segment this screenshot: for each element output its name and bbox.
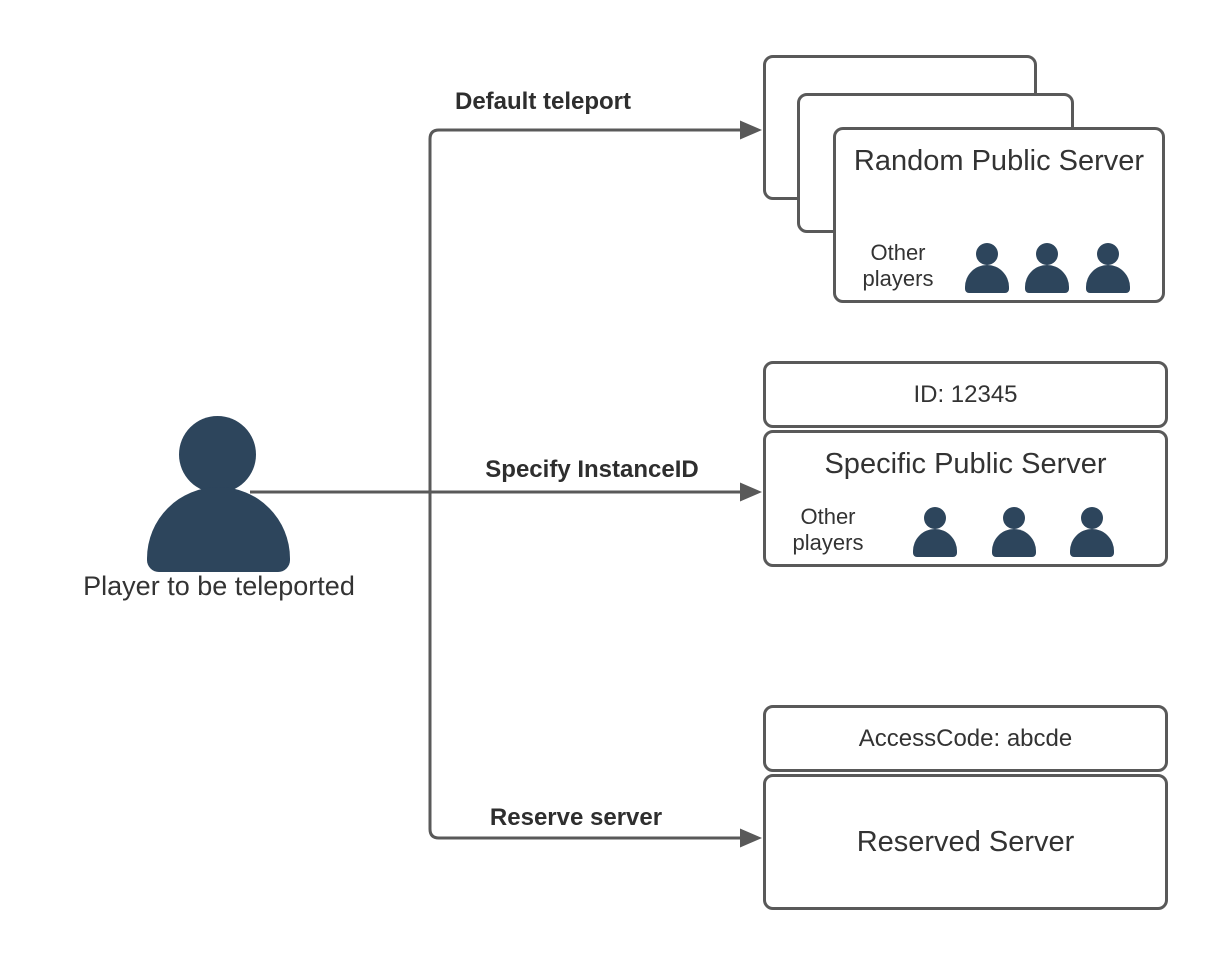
- player-mini-icon: [991, 507, 1036, 557]
- player-head-icon: [179, 416, 256, 493]
- access-code-badge-text: AccessCode: abcde: [858, 724, 1073, 752]
- reserved-server-card: Reserved Server: [763, 774, 1168, 910]
- edge-default-teleport-path: [428, 128, 741, 492]
- mini-person-body-icon: [1070, 529, 1115, 557]
- mini-person-head-icon: [923, 507, 946, 529]
- specific-public-server-card: Specific Public Server Other players: [763, 430, 1168, 567]
- mini-person-head-icon: [975, 243, 998, 265]
- player-mini-icon: [1070, 507, 1115, 557]
- other-players-label: Other players: [792, 504, 864, 556]
- mini-person-body-icon: [991, 529, 1036, 557]
- player-body-icon: [147, 487, 290, 572]
- mini-person-body-icon: [964, 265, 1009, 293]
- player-mini-icon: [964, 243, 1009, 293]
- random-server-players-row: Other players: [848, 240, 1146, 293]
- random-public-server-title: Random Public Server: [853, 145, 1145, 177]
- access-code-badge: AccessCode: abcde: [763, 705, 1168, 772]
- other-players-icons: [948, 243, 1146, 293]
- player-mini-icon: [1085, 243, 1130, 293]
- mini-person-head-icon: [1096, 243, 1119, 265]
- player-mini-icon: [1025, 243, 1069, 293]
- other-players-icons: [878, 507, 1149, 557]
- mini-person-head-icon: [1036, 243, 1058, 265]
- edge-label-default-teleport: Default teleport: [454, 88, 632, 115]
- instance-id-badge-text: ID: 12345: [913, 380, 1018, 408]
- player-caption: Player to be teleported: [83, 571, 355, 601]
- instance-id-badge: ID: 12345: [763, 361, 1168, 428]
- player-mini-icon: [912, 507, 957, 557]
- mini-person-body-icon: [1025, 265, 1069, 293]
- arrowhead-specify-instanceid: [740, 482, 762, 502]
- arrowhead-reserve-server: [740, 828, 762, 848]
- mini-person-body-icon: [912, 529, 957, 557]
- specific-public-server-title: Specific Public Server: [824, 448, 1107, 480]
- random-public-server-card: Random Public Server Other players: [833, 127, 1165, 303]
- specific-server-players-row: Other players: [778, 504, 1149, 557]
- other-players-label: Other players: [862, 240, 934, 292]
- edge-label-reserve-server: Reserve server: [489, 804, 663, 831]
- arrowhead-default-teleport: [740, 120, 762, 140]
- player-icon: [147, 416, 290, 572]
- reserved-server-title: Reserved Server: [856, 825, 1075, 858]
- mini-person-head-icon: [1081, 507, 1104, 529]
- mini-person-head-icon: [1002, 507, 1025, 529]
- mini-person-body-icon: [1085, 265, 1130, 293]
- edge-label-specify-instanceid: Specify InstanceID: [485, 456, 699, 483]
- edge-reserve-server-path: [428, 492, 741, 840]
